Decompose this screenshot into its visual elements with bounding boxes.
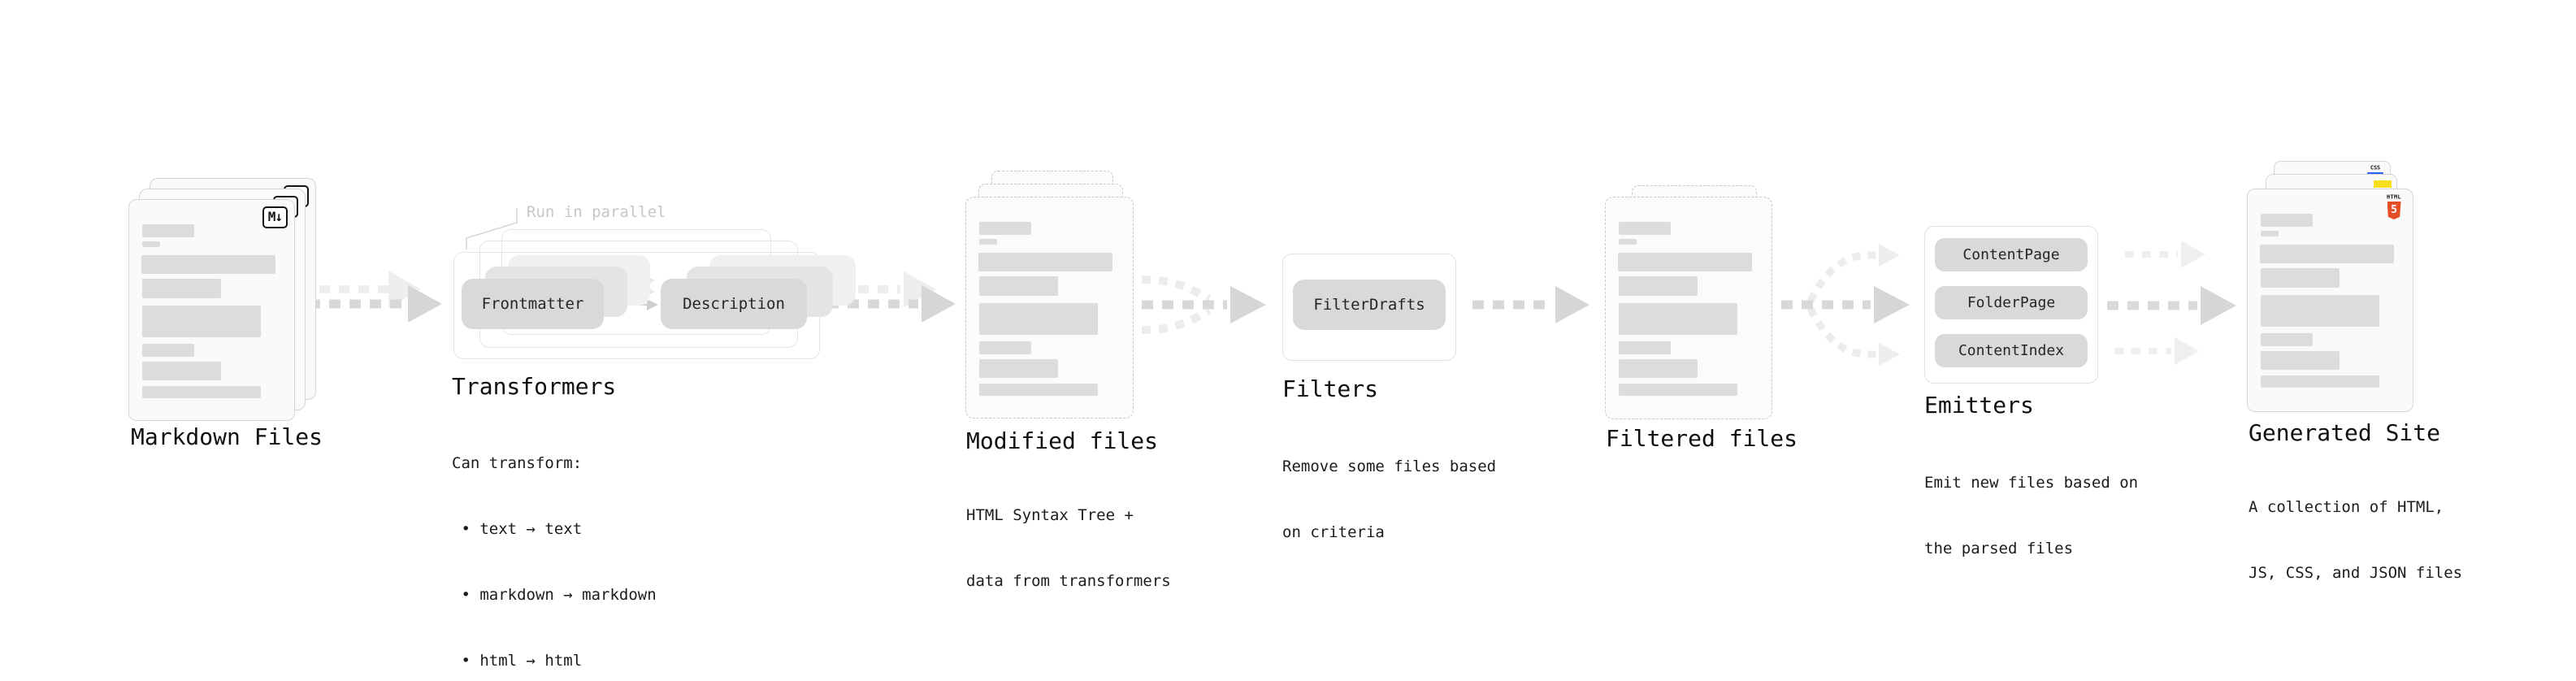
filtered-files-title: Filtered files [1606,425,1798,452]
generated-site-description: A collection of HTML, JS, CSS, and JSON … [2249,453,2462,628]
skeleton-text-bar [979,303,1098,335]
run-in-parallel-annotation: Run in parallel [527,203,666,221]
skeleton-text-bar [141,255,275,274]
markdown-badge: M↓ [262,206,288,228]
modified-files-description: HTML Syntax Tree + data from transformer… [966,461,1171,636]
arrow-filters-to-filtered [1472,286,1589,323]
markdown-card-front: M↓ [128,199,295,421]
emitters-box: ContentPage FolderPage ContentIndex [1924,226,2098,384]
arrow-emitters-to-generated [2107,241,2236,365]
desc-line: Remove some files based [1282,458,1497,475]
skeleton-text-bar [2261,214,2313,227]
desc-line: A collection of HTML, [2249,498,2444,516]
generated-card-html: HTML 5 [2247,189,2413,412]
modified-files-title: Modified files [966,427,1159,454]
emitter-pill-contentpage: ContentPage [1935,238,2088,271]
skeleton-text-bar [1619,222,1671,235]
skeleton-text-bar [142,224,194,237]
skeleton-text-bar [2261,333,2313,346]
js-file-icon [2374,180,2392,188]
desc-line: Can transform: [452,454,583,472]
desc-line: data from transformers [966,572,1171,590]
skeleton-text-bar [1619,341,1671,354]
skeleton-text-bar [2261,231,2279,236]
skeleton-text-bar [979,276,1058,296]
skeleton-text-bar [142,279,221,298]
arrow-modified-to-filters-merge [1141,275,1266,334]
desc-line: • html → html [452,652,583,670]
skeleton-text-bar [142,362,221,380]
markdown-files-title: Markdown Files [131,423,323,450]
skeleton-text-bar [142,241,160,247]
skeleton-text-bar [2261,375,2379,388]
skeleton-text-bar [2261,295,2379,327]
desc-line: the parsed files [1924,540,2074,557]
desc-line: on criteria [1282,523,1385,541]
emitter-pill-folderpage: FolderPage [1935,286,2088,319]
transformers-description: Can transform: • text → text • markdown … [452,409,657,681]
skeleton-text-bar [2261,268,2340,288]
desc-line: • markdown → markdown [452,586,657,604]
desc-line: JS, CSS, and JSON files [2249,564,2463,582]
skeleton-text-bar [142,386,261,398]
filters-title: Filters [1282,375,1379,402]
description-pill: Description [661,279,807,329]
filterdrafts-pill: FilterDrafts [1293,280,1446,330]
skeleton-text-bar [979,384,1098,396]
skeleton-text-bar [1619,384,1737,396]
arrow-markdown-to-transformers [309,271,442,323]
desc-line: • text → text [452,520,583,538]
skeleton-text-bar [142,306,261,337]
desc-line: Emit new files based on [1924,474,2139,492]
skeleton-text-bar [979,359,1058,378]
skeleton-text-bar [1619,303,1737,335]
emitters-description: Emit new files based on the parsed files [1924,428,2138,604]
emitters-title: Emitters [1924,392,2034,419]
filtered-doc-front [1605,197,1772,419]
generated-site-title: Generated Site [2249,419,2441,446]
skeleton-text-bar [979,341,1031,354]
modified-doc-front [965,197,1134,419]
skeleton-text-bar [2261,351,2340,370]
skeleton-text-bar [979,222,1031,235]
filters-box: FilterDrafts [1282,254,1456,361]
skeleton-text-bar [1619,276,1698,296]
skeleton-text-bar [2260,245,2394,263]
transformers-title: Transformers [452,373,617,400]
skeleton-text-bar [978,253,1112,271]
skeleton-text-bar [1619,359,1698,378]
frontmatter-pill: Frontmatter [462,279,604,329]
skeleton-text-bar [979,239,997,245]
filters-description: Remove some files based on criteria [1282,412,1496,588]
desc-line: HTML Syntax Tree + [966,506,1134,524]
skeleton-text-bar [142,344,194,357]
skeleton-text-bar [1618,253,1752,271]
emitter-pill-contentindex: ContentIndex [1935,334,2088,367]
html5-logo-icon: HTML 5 [2385,194,2403,219]
skeleton-text-bar [1619,239,1637,245]
arrow-filtered-to-emitters-split [1781,244,1910,366]
